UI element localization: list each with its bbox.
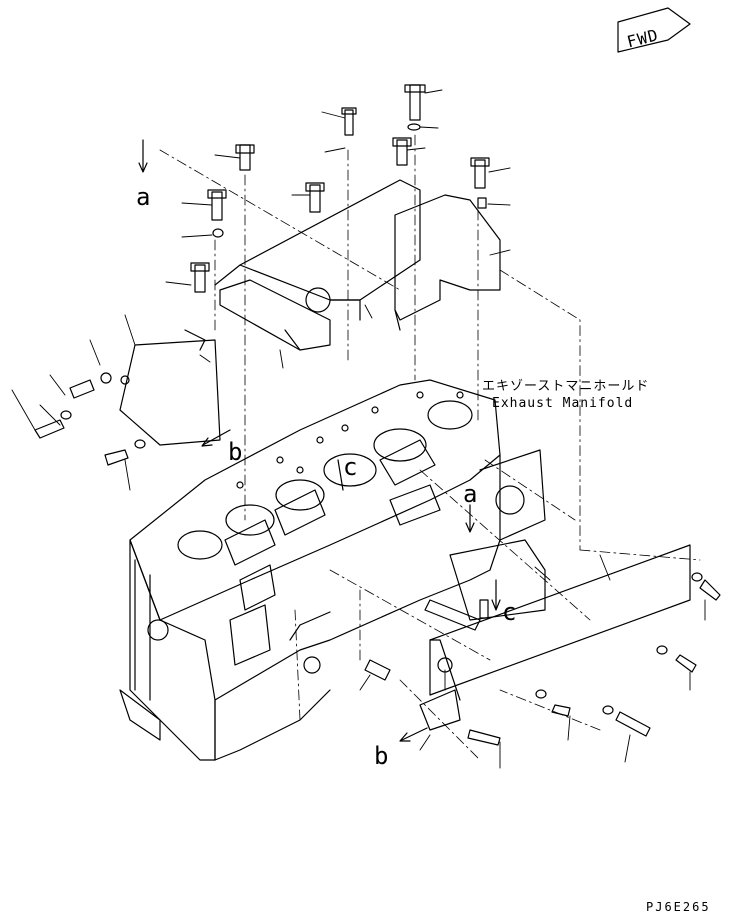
mounting-bracket (219, 279, 331, 351)
callout-japanese: エキゾーストマニホールド (482, 379, 650, 394)
ref-letter-b-bottom: b (374, 742, 389, 770)
cover-plate-left (214, 179, 421, 321)
heat-shield-plate (119, 329, 221, 446)
bolt-icons (34, 84, 721, 746)
alignment-lines (159, 134, 701, 761)
drawing-code: PJ6E265 (646, 900, 711, 914)
callout-english: Exhaust Manifold (492, 396, 634, 411)
engine-block (119, 379, 546, 761)
ref-letter-c-right: c (502, 598, 517, 626)
side-rail (429, 539, 691, 701)
cover-plate-right (394, 194, 501, 331)
fwd-label: FWD (625, 25, 661, 51)
ref-letter-a-top: a (136, 183, 151, 211)
fwd-arrow-icon: FWD (617, 7, 691, 53)
ref-letter-c-block: c (343, 453, 358, 481)
leader-lines (11, 89, 706, 769)
reference-arrows (138, 139, 501, 742)
ref-letter-b-left: b (228, 438, 243, 466)
small-parts (364, 599, 481, 731)
ref-letter-a-right: a (463, 480, 478, 508)
